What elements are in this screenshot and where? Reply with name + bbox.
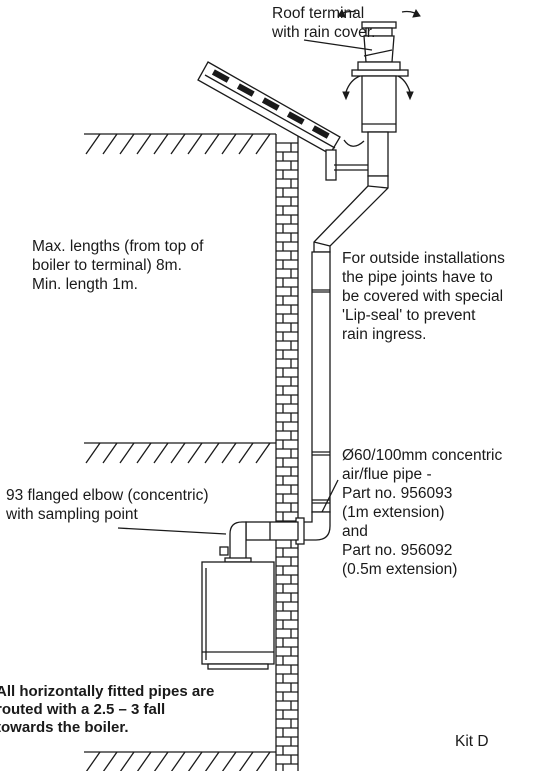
middle-floor-slab-hatch	[204, 442, 220, 464]
upper-floor-slab-hatch	[170, 133, 186, 155]
concentric-pipe-label: Ø60/100mm concentric air/flue pipe - Par…	[342, 447, 503, 578]
terminal-band	[363, 49, 393, 57]
lower-floor-slab-hatch	[85, 751, 101, 771]
lower-floor-slab-hatch	[187, 751, 203, 771]
upper-floor-slab-hatch	[255, 133, 271, 155]
upper-floor-slab-hatch	[136, 133, 152, 155]
middle-floor-slab-hatch	[187, 442, 203, 464]
pitched-roof	[197, 61, 368, 181]
roof-terminal-label: Roof terminal with rain cover.	[272, 5, 376, 41]
terminal-outer-pipe	[361, 75, 397, 133]
boiler	[201, 561, 275, 670]
horizontal-pipes-note: All horizontally fitted pipes are routed…	[0, 683, 215, 736]
terminal-collar	[357, 61, 401, 71]
airflow-arrowhead	[412, 8, 421, 18]
middle-floor-slab-hatch	[102, 442, 118, 464]
middle-floor-slab-hatch	[136, 442, 152, 464]
lower-floor-slab	[84, 751, 276, 771]
middle-floor-slab-hatch	[119, 442, 135, 464]
flue-pipe	[219, 8, 421, 563]
airflow-arrowhead	[337, 8, 346, 18]
upper-floor-slab-hatch	[119, 133, 135, 155]
lower-floor-slab-hatch	[238, 751, 254, 771]
lower-floor-slab-hatch	[170, 751, 186, 771]
vertical-flue-pipe	[311, 251, 331, 513]
flanged-elbow	[229, 521, 247, 561]
bend-joint-upper	[367, 185, 389, 189]
middle-floor-slab	[84, 442, 276, 464]
upper-floor-slab-hatch	[102, 133, 118, 155]
sampling-point	[219, 546, 229, 556]
lower-floor-slab-hatch	[136, 751, 152, 771]
airflow-arrowhead	[406, 91, 414, 101]
roof-tile	[236, 83, 255, 97]
max-lengths-label: Max. lengths (from top of boiler to term…	[32, 238, 204, 293]
airflow-arrow	[345, 75, 361, 93]
kit-label: Kit D	[455, 733, 489, 750]
airflow-arrow	[397, 75, 411, 93]
airflow-arrowhead	[342, 91, 350, 101]
outside-installations-label: For outside installations the pipe joint…	[342, 250, 505, 343]
roof-batten-line	[204, 74, 336, 149]
bend-joint-lower	[313, 241, 331, 247]
lower-floor-slab-hatch	[221, 751, 237, 771]
gutter	[343, 139, 365, 147]
upper-floor-slab-hatch	[85, 133, 101, 155]
middle-floor-slab-hatch	[170, 442, 186, 464]
upper-floor-slab	[84, 133, 276, 155]
middle-floor-slab-hatch	[153, 442, 169, 464]
middle-floor-slab-hatch	[221, 442, 237, 464]
brick-wall	[275, 134, 299, 771]
lower-floor-slab-hatch	[153, 751, 169, 771]
terminal-flange	[351, 69, 409, 77]
roof-tile	[261, 97, 280, 111]
middle-floor-slab-hatch	[85, 442, 101, 464]
upper-floor-slab-hatch	[153, 133, 169, 155]
middle-floor-slab-hatch	[255, 442, 271, 464]
upper-floor-slab-hatch	[204, 133, 220, 155]
boiler-casing	[201, 561, 275, 665]
lower-floor-slab-hatch	[255, 751, 271, 771]
concentric-pipe-leader	[321, 479, 339, 513]
horizontal-pipe	[245, 521, 299, 541]
roof-terminal-leader	[303, 39, 373, 51]
leader-lines	[117, 39, 373, 535]
upper-floor-slab-hatch	[187, 133, 203, 155]
upper-floor-slab-hatch	[221, 133, 237, 155]
middle-floor-slab-hatch	[238, 442, 254, 464]
boiler-base	[207, 663, 269, 670]
roof-tile	[211, 69, 230, 83]
lower-floor-slab-hatch	[102, 751, 118, 771]
flanged-elbow-leader	[117, 527, 227, 535]
floor-slabs	[84, 133, 276, 771]
upper-floor-slab-hatch	[238, 133, 254, 155]
upper-pipe-segment	[367, 131, 389, 177]
lower-floor-slab-hatch	[204, 751, 220, 771]
flanged-elbow-label: 93 flanged elbow (concentric) with sampl…	[6, 487, 209, 523]
roof-tile	[286, 111, 305, 125]
roof-tile	[311, 125, 330, 139]
lower-floor-slab-hatch	[119, 751, 135, 771]
